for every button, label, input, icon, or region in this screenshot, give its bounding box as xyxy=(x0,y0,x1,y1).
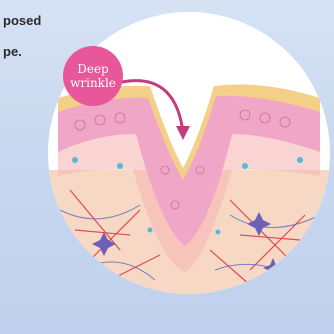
badge-line-1: Deep xyxy=(77,62,109,76)
caption-line-1: posed xyxy=(3,13,41,29)
arrow-head xyxy=(176,126,190,140)
deep-wrinkle-badge: Deep wrinkle xyxy=(63,46,123,106)
badge-line-2: wrinkle xyxy=(70,76,116,90)
caption-line-2: pe. xyxy=(3,44,22,60)
